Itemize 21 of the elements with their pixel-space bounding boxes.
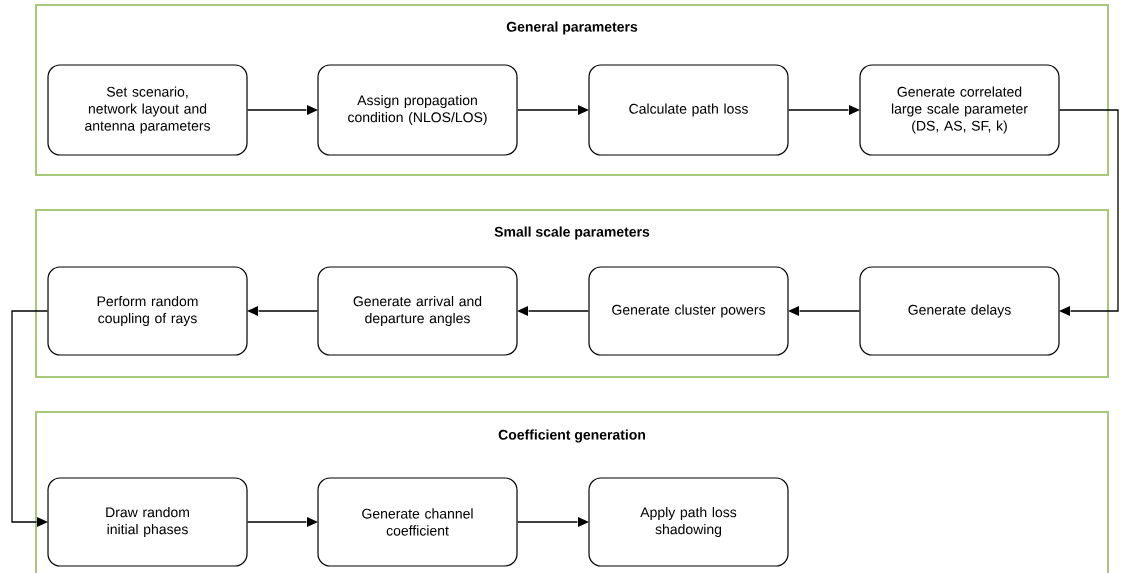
arrow xyxy=(517,306,590,316)
process-box: Set scenario, network layout and antenna parameters xyxy=(47,64,248,156)
process-box: Apply path loss shadowing xyxy=(588,477,789,567)
process-box: Calculate path loss xyxy=(588,64,789,156)
arrow xyxy=(246,517,318,527)
process-box: Assign propagation condition (NLOS/LOS) xyxy=(317,64,518,156)
process-box: Generate arrival and departure angles xyxy=(317,266,518,356)
process-box: Generate channel coefficient xyxy=(317,477,518,567)
arrow xyxy=(246,105,318,115)
process-box: Generate correlated large scale parameter (DS, AS, SF, k) xyxy=(859,64,1060,156)
process-box: Perform random coupling of rays xyxy=(47,266,248,356)
process-box: Generate cluster powers xyxy=(588,266,789,356)
arrow xyxy=(787,105,860,115)
process-box: Generate delays xyxy=(859,266,1060,356)
arrow xyxy=(516,105,589,115)
arrow xyxy=(247,306,319,316)
arrow xyxy=(1058,109,1119,316)
arrow xyxy=(516,517,589,527)
arrow xyxy=(788,306,861,316)
arrow xyxy=(11,310,49,527)
process-box: Draw random initial phases xyxy=(47,477,248,567)
